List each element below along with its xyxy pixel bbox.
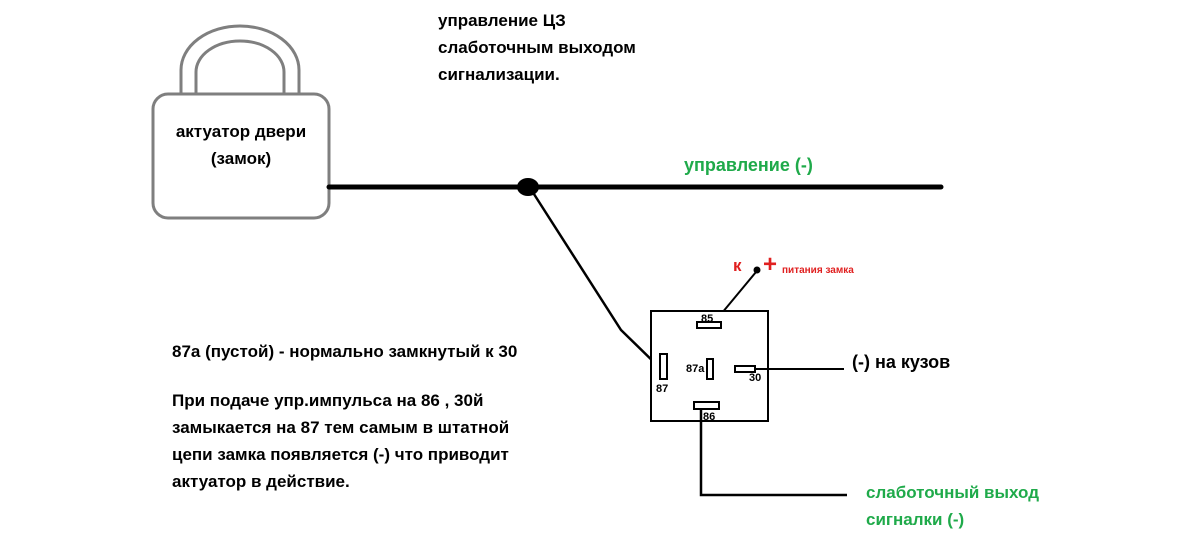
actuator-label-line1: актуатор двери: [175, 122, 307, 141]
description-line3: замыкается на 87 тем самым в штатной: [172, 418, 510, 437]
actuator-label: актуатор двери (замок): [157, 118, 325, 172]
description-paragraph: При подаче упр.импульса на 86 , 30й замы…: [172, 387, 509, 495]
top-note: управление ЦЗ слаботочным выходом сигнал…: [438, 7, 636, 88]
power-plus: +: [763, 251, 778, 278]
pin-87-terminal: [659, 353, 668, 380]
top-note-line3: сигнализации.: [438, 65, 560, 84]
control-label: управление (-): [684, 155, 813, 175]
top-note-line1: управление ЦЗ: [438, 11, 566, 30]
pin-85-label: 85: [701, 313, 714, 325]
pin-30-label: 30: [749, 372, 762, 384]
alarm-output-wire: [699, 409, 847, 497]
alarm-output-line1: слаботочный выход: [866, 483, 1040, 502]
top-note-line2: слаботочным выходом: [438, 38, 636, 57]
ground-label: (-) на кузов: [852, 352, 951, 372]
pin-86-label: 86: [703, 411, 716, 423]
wire-to-pin-87: [530, 190, 665, 373]
description-line1: 87а (пустой) - нормально замкнутый к 30: [172, 342, 518, 361]
description-line2: При подаче упр.импульса на 86 , 30й: [172, 391, 484, 410]
pin-85-terminal: [696, 321, 722, 329]
actuator-label-line2: (замок): [210, 149, 272, 168]
pin-87-label: 87: [656, 383, 669, 395]
description-line5: актуатор в действие.: [172, 472, 350, 491]
pin-86-terminal: [693, 401, 720, 410]
alarm-output-label: слаботочный выход сигналки (-): [866, 479, 1039, 533]
power-prefix: к: [733, 256, 742, 275]
pin-87a-terminal: [706, 358, 714, 380]
lock-body: [151, 92, 331, 220]
alarm-output-line2: сигналки (-): [866, 510, 965, 529]
power-label: питания замка: [782, 265, 854, 276]
description-line4: цепи замка появляется (-) что приводит: [172, 445, 509, 464]
pin-87a-label: 87a: [686, 363, 705, 375]
power-terminal-dot: [753, 266, 761, 274]
lock-shackle: [179, 24, 301, 95]
junction-dot: [517, 178, 539, 196]
